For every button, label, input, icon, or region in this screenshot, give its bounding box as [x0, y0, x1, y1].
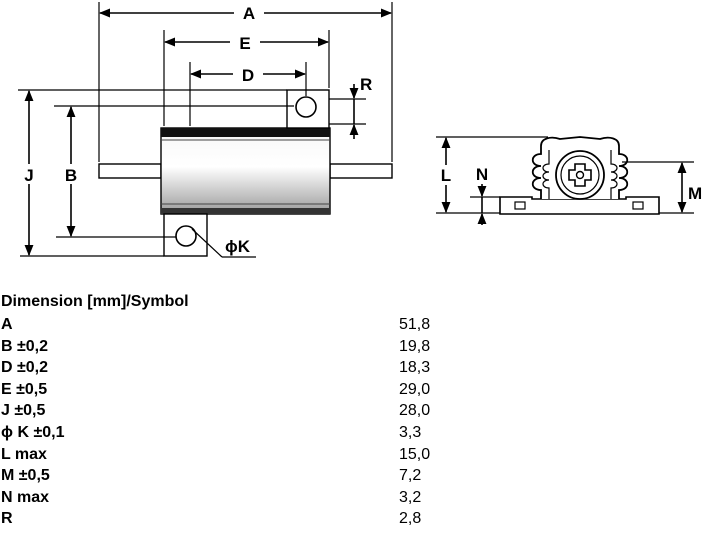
table-row: B ±0,2 19,8	[1, 336, 430, 358]
label-j: J	[24, 166, 33, 185]
top-mounting-hole	[295, 96, 317, 118]
table-row: L max 15,0	[1, 444, 430, 466]
dimension-value: 7,2	[399, 467, 422, 485]
dimension-symbol: L max	[1, 445, 47, 463]
dimension-value: 3,2	[399, 488, 422, 506]
dimension-symbol: ϕ K ±0,1	[1, 423, 65, 441]
end-view-base	[499, 196, 660, 215]
side-view-dimensions: A E D R J B ϕK	[18, 2, 393, 258]
dimension-value: 19,8	[399, 337, 431, 355]
bottom-mounting-hole	[175, 225, 197, 247]
label-r: R	[360, 75, 372, 94]
table-row: N max 3,2	[1, 487, 430, 509]
resistor-body	[160, 127, 331, 215]
dimension-value: 15,0	[399, 445, 431, 463]
table-row: D ±0,2 18,3	[1, 357, 430, 379]
right-lead	[329, 163, 393, 179]
dimension-symbol: A	[1, 316, 13, 333]
dimension-value: 29,0	[399, 380, 431, 398]
label-d: D	[242, 66, 254, 85]
label-m: M	[688, 184, 702, 203]
leader-line-k	[191, 228, 223, 258]
dimension-value: 3,3	[399, 423, 422, 441]
dimension-symbol: D ±0,2	[1, 359, 49, 377]
left-lead	[98, 163, 162, 179]
label-a: A	[243, 4, 255, 23]
label-k: ϕK	[225, 237, 251, 256]
table-row: ϕ K ±0,1 3,3	[1, 422, 430, 444]
resistor-dimension-drawing: A E D R J B ϕK	[18, 2, 702, 258]
label-n: N	[476, 165, 488, 184]
label-l: L	[441, 166, 451, 185]
dimension-value: 2,8	[399, 510, 422, 528]
dimension-table: A 51,8 B ±0,2 19,8 D ±0,2 18,3 E ±0,5 29,0 J ±0,…	[1, 314, 430, 530]
dimension-symbol: N max	[1, 488, 50, 506]
dimension-symbol: J ±0,5	[1, 402, 46, 420]
dimension-value: 28,0	[399, 402, 431, 420]
dimension-value: 18,3	[399, 359, 431, 377]
table-row: M ±0,5 7,2	[1, 465, 430, 487]
table-header: Dimension [mm]/Symbol	[1, 293, 189, 310]
resistor-side-view	[98, 89, 393, 257]
label-b: B	[65, 166, 77, 185]
label-e: E	[239, 34, 250, 53]
resistor-end-view	[499, 136, 660, 215]
dimension-symbol: B ±0,2	[1, 337, 49, 355]
table-row: R 2,8	[1, 508, 430, 530]
table-row: E ±0,5 29,0	[1, 379, 430, 401]
dimension-value: 51,8	[399, 316, 431, 333]
dimension-symbol: M ±0,5	[1, 467, 50, 485]
end-view-dimensions: L N M	[436, 136, 702, 225]
dimension-symbol: E ±0,5	[1, 380, 48, 398]
dimension-symbol: R	[1, 510, 13, 528]
table-row: J ±0,5 28,0	[1, 400, 430, 422]
table-row: A 51,8	[1, 314, 430, 336]
